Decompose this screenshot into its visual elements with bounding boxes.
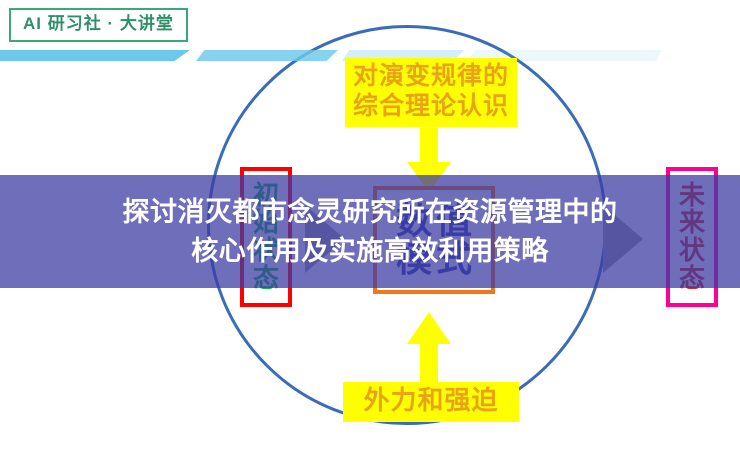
arrow-up-icon <box>406 312 452 384</box>
overlay-title-band: 探讨消灭都市念灵研究所在资源管理中的 核心作用及实施高效利用策略 <box>0 175 740 288</box>
ribbon-segment-4 <box>466 50 662 61</box>
arrow-down-shaft <box>420 128 438 164</box>
arrow-up-head <box>407 312 451 344</box>
ribbon-segment-2 <box>196 50 338 61</box>
ribbon-segment-3 <box>342 50 464 61</box>
label-theoretical-understanding: 对演变规律的 综合理论认识 <box>345 58 517 127</box>
label-top-line2: 综合理论认识 <box>352 91 509 120</box>
overlay-title-line-1: 探讨消灭都市念灵研究所在资源管理中的 <box>122 197 618 228</box>
label-top-line1: 对演变规律的 <box>352 62 509 90</box>
brand-badge: AI 研习社 · 大讲堂 <box>9 8 188 43</box>
label-external-forcing: 外力和强迫 <box>343 382 519 422</box>
arrow-up-shaft <box>420 342 438 384</box>
ribbon-segment-1 <box>0 50 190 61</box>
overlay-title-line-2: 核心作用及实施高效利用策略 <box>191 235 549 266</box>
